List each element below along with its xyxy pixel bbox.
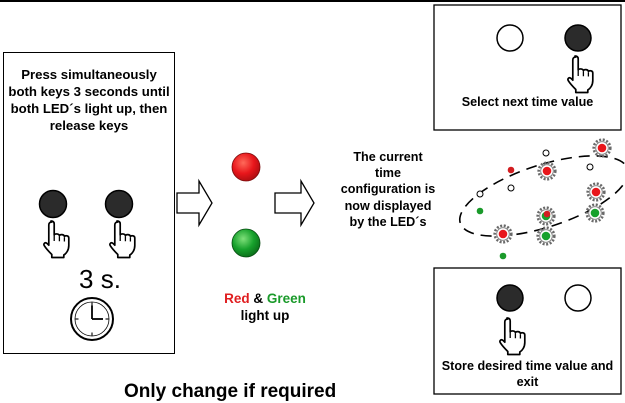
press-hand-icon-right xyxy=(110,221,135,258)
green-word: Green xyxy=(267,291,306,306)
select-next-box xyxy=(434,5,621,130)
light-up-text: light up xyxy=(241,308,290,323)
footer-note: Only change if required xyxy=(124,381,336,403)
duration-label: 3 s. xyxy=(55,264,145,295)
red-led xyxy=(232,153,260,181)
red-word: Red xyxy=(224,291,250,306)
arrow-right-icon-2 xyxy=(275,181,314,225)
green-led xyxy=(232,229,260,257)
clock-icon xyxy=(71,298,113,340)
led-time-ring xyxy=(451,139,625,259)
select-next-caption: Select next time value xyxy=(434,95,621,109)
arrow-right-icon-1 xyxy=(177,181,212,225)
store-exit-caption: Store desired time value and exit xyxy=(440,358,615,390)
press-hand-icon-left xyxy=(44,221,69,258)
time-config-description: The current time configuration is now di… xyxy=(340,149,436,230)
white-led-button xyxy=(565,285,591,311)
left-key-button xyxy=(40,191,67,218)
amp-word: & xyxy=(253,291,263,306)
led-caption: Red & Green light up xyxy=(205,290,325,324)
dark-key-button xyxy=(497,285,523,311)
white-led-button xyxy=(497,25,523,51)
dark-key-button xyxy=(565,25,591,51)
right-key-button xyxy=(106,191,133,218)
